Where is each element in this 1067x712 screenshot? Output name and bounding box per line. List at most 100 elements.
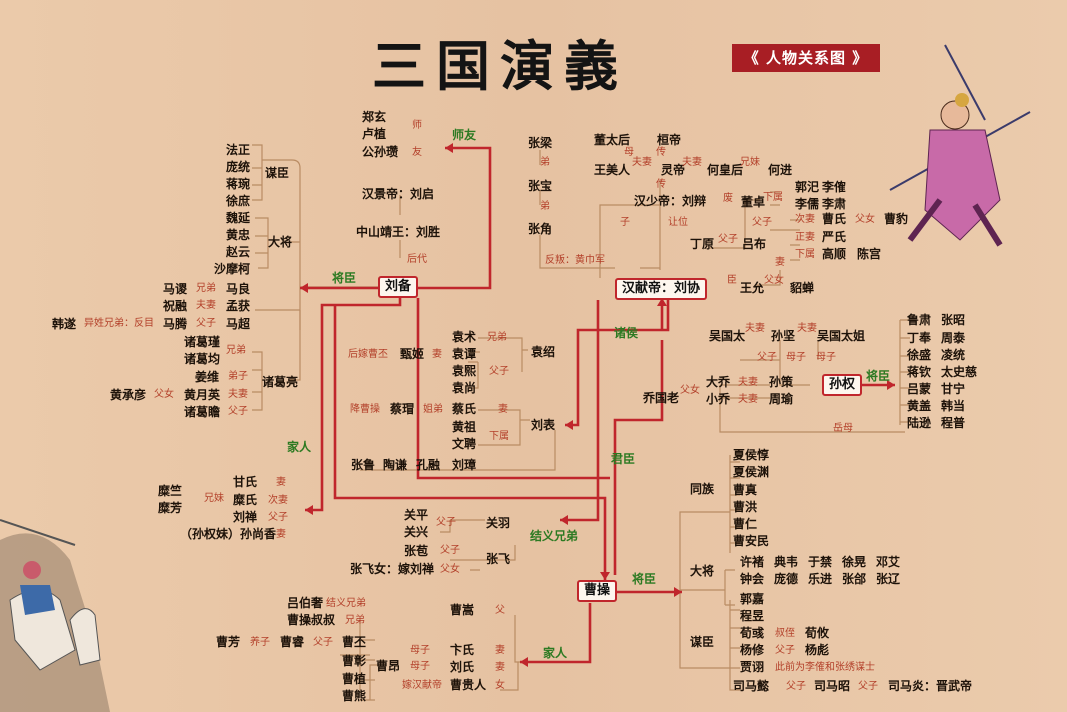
node-caoren: 曹仁 [733,517,758,531]
rel-liu-muzi: 母子 [410,661,430,672]
node-machao: 马超 [226,317,251,331]
warrior-illustration-right [889,44,1031,247]
node-zhangbao-s: 张苞 [404,544,429,558]
node-daqiao: 大乔 [706,375,731,389]
node-xunyou: 荀攸 [805,626,830,640]
node-taoqian: 陶谦 [383,458,408,472]
rel-liushi-qi: 妻 [495,662,505,673]
node-liushan: 刘禅 [233,510,258,524]
node-chengyu: 程昱 [740,609,765,623]
node-sunshangxiang: （孙权妹）孙尚香 [180,527,277,541]
node-liubei[interactable]: 刘备 [378,276,419,299]
node-dongtaihou: 董太后 [594,133,631,147]
node-yangxiu: 杨修 [740,643,765,657]
rel-wangyun-chen: 臣 [727,275,737,286]
rel-liubiao-xiashu: 下属 [489,431,509,442]
rel-daqiao-fuqi: 夫妻 [738,377,758,388]
node-yujin: 于禁 [808,555,833,569]
rel-muzi-1: 母子 [786,352,806,363]
rel-yuemu: 岳母 [833,423,853,434]
node-guanyu: 关羽 [486,516,511,530]
rel-dingyuan-fuzi: 父子 [718,234,738,245]
rel-wangmeiren-fuqi: 夫妻 [632,157,652,168]
rel-zhenji-hq: 后嫁曹丕 [348,349,388,360]
node-taishici: 太史慈 [941,365,978,379]
node-lingtong: 凌统 [941,348,966,362]
node-wangmeiren: 王美人 [594,163,631,177]
node-pangtong: 庞统 [226,160,251,174]
group-mouchen-cao: 谋臣 [690,635,715,649]
node-jiangqin: 蒋钦 [907,365,932,379]
rel-you: 友 [412,147,422,158]
node-caoxiong: 曹熊 [342,689,367,703]
node-wenpin: 文聘 [452,437,477,451]
rel-huang-fuqi: 夫妻 [228,389,248,400]
node-xiahoudun: 夏侯惇 [733,448,770,462]
thin-connectors [252,144,910,701]
node-chengong: 陈宫 [857,247,882,261]
node-sunjian: 孙坚 [771,329,796,343]
node-guanxing: 关兴 [404,525,429,539]
node-mifang: 糜芳 [158,501,183,515]
rel-mi-xiongmei: 兄妹 [204,493,224,504]
rel-caoshushu-xiongdi: 兄弟 [345,615,365,626]
node-lvbu: 吕布 [742,237,767,251]
node-caoshi-lvbu: 曹氏 [822,212,847,226]
node-mateng: 马腾 [163,317,188,331]
node-zhouyu: 周瑜 [769,392,794,406]
node-caozhen: 曹真 [733,483,758,497]
rel-diaochan-qi: 妻 [775,257,785,268]
rel-shi: 师 [412,120,422,131]
node-caosong: 曹嵩 [450,603,475,617]
rel-zhangliang-di: 弟 [540,157,550,168]
rel-cai-jiedi: 姐弟 [423,404,443,415]
rel-caimao-jiang: 降曹操 [350,404,380,415]
rel-he-xiongmei: 兄妹 [740,157,760,168]
node-caofang: 曹芳 [216,635,241,649]
node-zhengxuan: 郑玄 [362,110,387,124]
node-guojia: 郭嘉 [740,592,765,606]
node-guanping: 关平 [404,508,429,522]
node-huangzu: 黄祖 [452,420,477,434]
node-xiandi[interactable]: 汉献帝：刘协 [615,278,708,301]
rel-caishi-qi: 妻 [498,404,508,415]
rel-sima-fuzi2: 父子 [858,681,878,692]
node-zhenji: 甄姬 [400,347,425,361]
rel-lvbu-fuzi: 父子 [752,217,772,228]
node-handang: 韩当 [941,399,966,413]
node-shamoke: 沙摩柯 [214,262,251,276]
node-luxun: 陆逊 [907,416,932,430]
node-lichu: 李儒 [795,197,820,211]
node-zhanglu: 张鲁 [351,458,376,472]
node-hejin: 何进 [768,163,793,177]
rel-qiao-funv: 父女 [680,385,700,396]
rel-dongzhuo-xiashu: 下属 [763,192,783,203]
node-yuanshao: 袁绍 [531,345,556,359]
rel-masu-maliang: 兄弟 [196,283,216,294]
node-lusu: 鲁肃 [907,313,932,327]
rel-lvbu-ciqi: 次妻 [795,214,815,225]
node-maliang: 马良 [226,282,251,296]
rel-caoguiren-nv: 女 [495,680,505,691]
node-jiaxu: 贾诩 [740,660,765,674]
node-huangzhong: 黄忠 [226,228,251,242]
node-zhangjiao: 张角 [528,222,553,236]
group-dajiang-cao: 大将 [690,564,715,578]
rel-sima-fuzi1: 父子 [786,681,806,692]
group-dajiang-liubei: 大将 [268,235,293,249]
node-caorui: 曹睿 [280,635,305,649]
rel-muzi-2: 母子 [816,352,836,363]
rel-houdai: 后代 [407,254,427,265]
node-caocao[interactable]: 曹操 [577,580,618,603]
node-ganshi: 甘氏 [233,475,258,489]
node-caoang: 曹昂 [376,659,401,673]
node-yuanxi: 袁熙 [452,364,477,378]
rel-xiaoqiao-fuqi: 夫妻 [738,394,758,405]
node-gongsunzan: 公孙瓒 [362,145,399,159]
node-sunquan[interactable]: 孙权 [822,374,863,397]
node-jiangwan: 蒋琬 [226,177,251,191]
rel-fanpan: 反叛：黄巾军 [545,255,605,266]
rel-bianshi-qi: 妻 [495,645,505,656]
node-hehuanghou: 何皇后 [707,163,744,177]
label-jiangchen-sunquan: 将臣 [866,369,891,383]
